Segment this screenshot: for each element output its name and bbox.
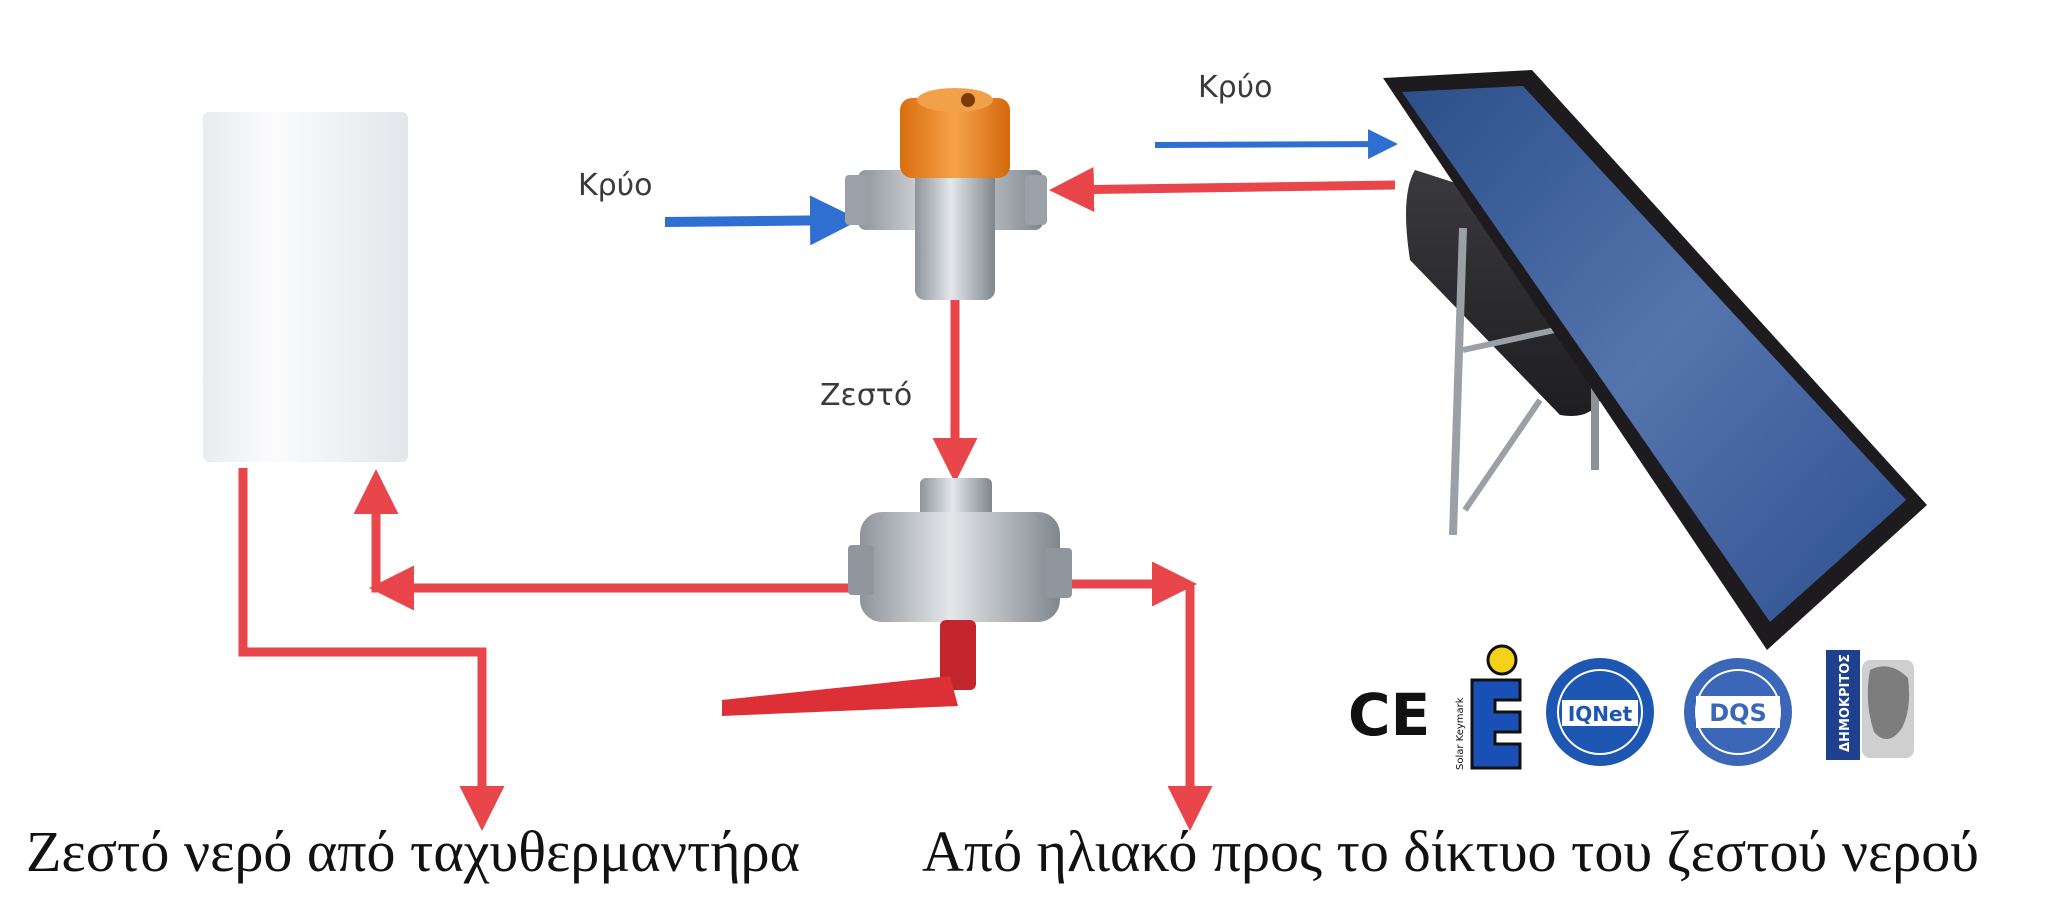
iqnet-text: IQNet: [1568, 702, 1633, 726]
iqnet-logo: IQNet: [1546, 658, 1654, 766]
ertikos-text: ΔΗΜΟΚΡΙΤΟΣ: [1838, 654, 1853, 752]
cold-label-right: Κρύο: [1198, 70, 1273, 105]
ertikos-logo: ΔΗΜΟΚΡΙΤΟΣ: [1826, 650, 1914, 760]
hot-pipe-collector-to-mixer: [1049, 166, 1396, 212]
cold-pipe-into-mixer: [664, 195, 860, 246]
water-heater-tank: [203, 112, 408, 462]
dqs-logo: DQS: [1684, 658, 1792, 766]
solar-keymark-text: Solar Keymark: [1455, 697, 1466, 770]
hot-label: Ζεστό: [820, 378, 913, 413]
right-caption: Από ηλιακό προς το δίκτυο του ζεστού νερ…: [922, 819, 1979, 884]
certification-logos: CE Solar Keymark IQNet DQS ΔΗΜΟΚΡΙΤΟΣ: [1348, 644, 1914, 770]
ce-logo: CE: [1348, 681, 1430, 749]
solar-keymark-logo: Solar Keymark: [1455, 644, 1522, 770]
left-caption: Ζεστό νερό από ταχυθερμαντήρα: [26, 819, 800, 884]
cold-label-left: Κρύο: [578, 168, 653, 203]
hot-pipe-to-left-outlet: [238, 468, 505, 831]
hot-pipe-to-tank: [353, 469, 855, 593]
dqs-text: DQS: [1709, 699, 1767, 727]
solar-collector: [1383, 70, 1927, 650]
cold-pipe-into-collector: [1154, 129, 1398, 160]
diverter-ball-valve: [722, 478, 1072, 716]
thermostatic-mixing-valve: [845, 88, 1047, 300]
